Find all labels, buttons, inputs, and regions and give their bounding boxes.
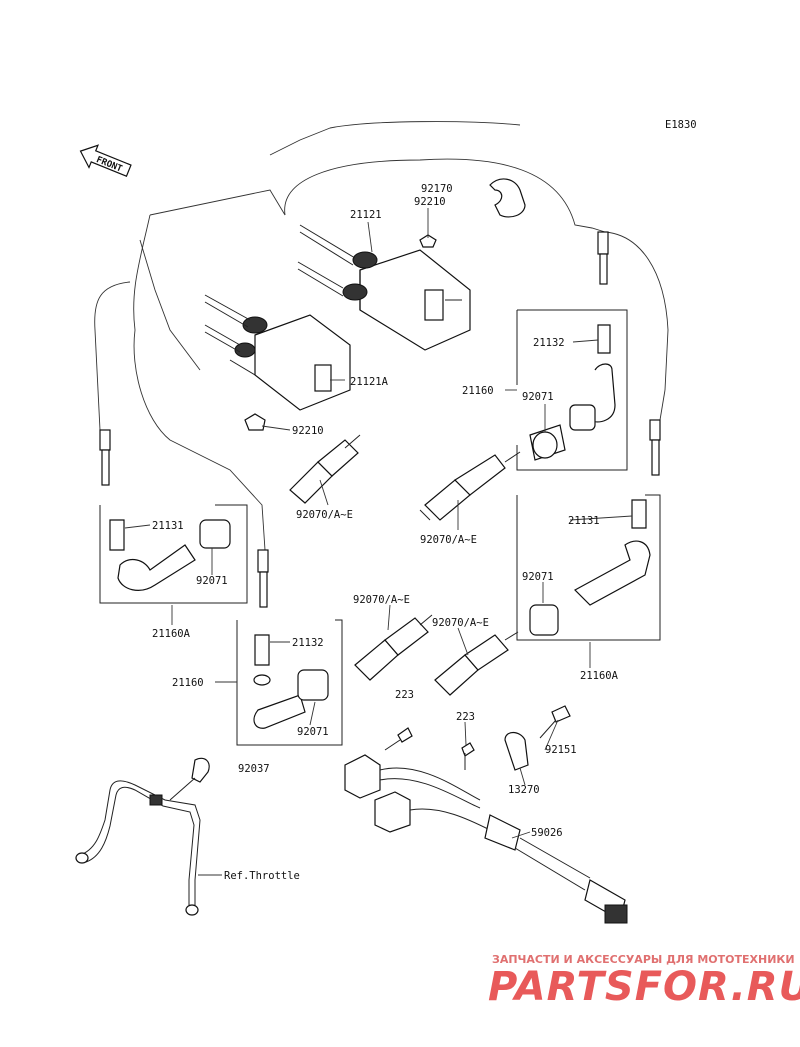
label-21131-right: 21131 — [568, 515, 600, 527]
spark-plug-left-upper — [289, 434, 361, 504]
label-92070-center-2: 92070/A~E — [432, 617, 489, 629]
ignition-cable-loops — [94, 121, 669, 551]
watermark: ЗАПЧАСТИ И АКСЕССУАРЫ ДЛЯ МОТОТЕХНИКИ PA… — [488, 953, 800, 1010]
clamp-13270 — [504, 731, 529, 771]
wiring-harness-59026 — [344, 754, 628, 924]
label-92151: 92151 — [545, 744, 577, 756]
bolt-223-a — [384, 727, 413, 751]
label-92071-right: 92071 — [522, 391, 554, 403]
label-59026: 59026 — [531, 827, 563, 839]
plug-cap-assembly-21160A-left — [99, 504, 248, 604]
watermark-brand: PARTSFOR.RU — [488, 964, 800, 1010]
cable-end-left-upper — [99, 429, 111, 486]
nut-92210-top — [419, 234, 437, 248]
label-92037: 92037 — [238, 763, 270, 775]
bolt-92151 — [539, 705, 571, 739]
label-92070-left: 92070/A~E — [296, 509, 353, 521]
leader-lines — [124, 208, 633, 876]
label-92071-left-2: 92071 — [297, 726, 329, 738]
label-21160A-right: 21160A — [580, 670, 619, 682]
label-21121A: 21121A — [350, 376, 389, 388]
spark-plug-center-right — [434, 631, 519, 696]
label-ref-throttle: Ref.Throttle — [224, 870, 300, 882]
throttle-cable-bracket — [75, 757, 210, 916]
label-92210-mid: 92210 — [292, 425, 324, 437]
label-92170: 92170 — [421, 183, 453, 195]
label-13270: 13270 — [508, 784, 540, 796]
label-92071-left: 92071 — [196, 575, 228, 587]
watermark-tagline: ЗАПЧАСТИ И АКСЕССУАРЫ ДЛЯ МОТОТЕХНИКИ — [492, 953, 795, 966]
label-92070-right: 92070/A~E — [420, 534, 477, 546]
plug-cap-assembly-21160-right — [516, 309, 628, 471]
label-223-a: 223 — [395, 689, 414, 701]
ignition-coil-21121 — [297, 224, 471, 351]
label-92210-top: 92210 — [414, 196, 446, 208]
label-21132-right: 21132 — [533, 337, 565, 349]
label-21160-right: 21160 — [462, 385, 494, 397]
cable-end-right-lower — [649, 419, 661, 476]
label-223-b: 223 — [456, 711, 475, 723]
label-92070-center-1: 92070/A~E — [353, 594, 410, 606]
label-21131-left: 21131 — [152, 520, 184, 532]
label-21160A-left: 21160A — [152, 628, 191, 640]
plug-cap-assembly-21160A-right — [516, 494, 661, 641]
cable-end-right-upper — [597, 231, 609, 285]
diagram-code: E1830 — [665, 119, 697, 131]
label-21132-left: 21132 — [292, 637, 324, 649]
front-arrow-icon: FRONT — [79, 144, 132, 177]
ignition-coil-21121A — [204, 294, 351, 411]
spark-plug-right-upper — [419, 451, 521, 521]
label-21160-left: 21160 — [172, 677, 204, 689]
nut-92210-lower — [244, 413, 266, 431]
cable-end-center — [257, 549, 269, 608]
label-92071-right-2: 92071 — [522, 571, 554, 583]
bolt-223-b — [461, 742, 475, 770]
clamp-92170 — [489, 178, 526, 218]
spark-plug-center-left — [354, 614, 433, 681]
plug-cap-assembly-21160-left — [236, 619, 343, 746]
label-21121: 21121 — [350, 209, 382, 221]
part-labels: 21121 92170 92210 21121A 92210 21132 211… — [152, 183, 619, 882]
